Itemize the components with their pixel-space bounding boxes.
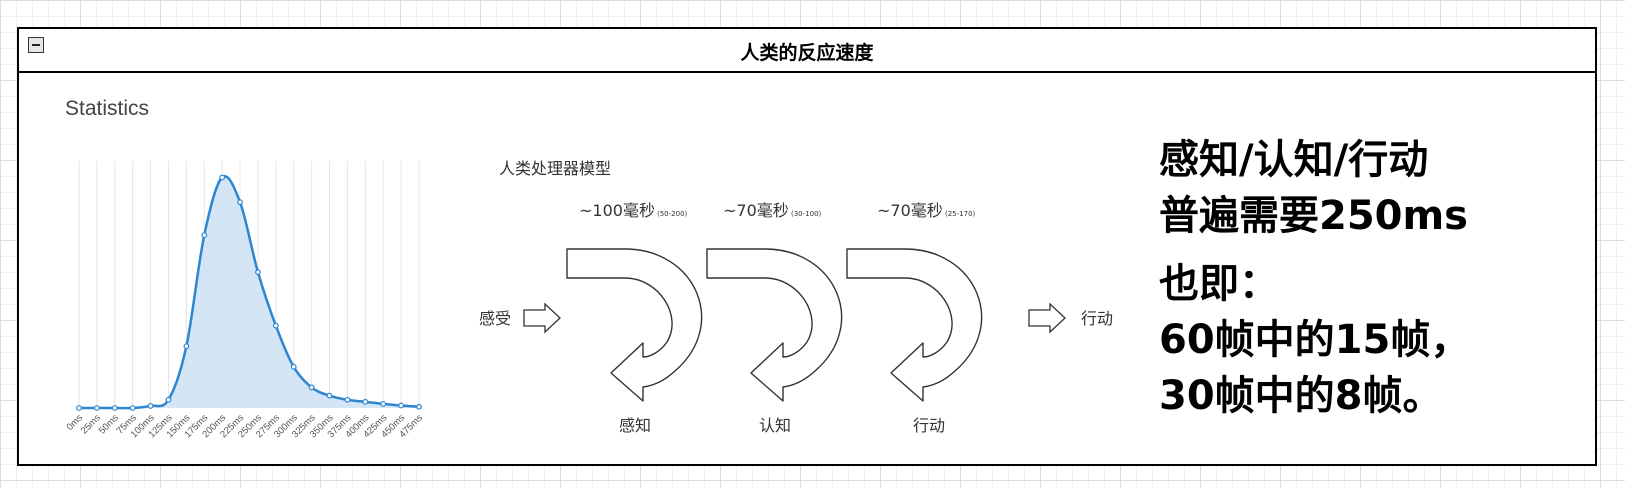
chart-data-point xyxy=(93,405,100,411)
stage-3-label: 行动 xyxy=(913,416,945,435)
summary-line-1: 感知/认知/行动 xyxy=(1159,137,1429,183)
chart-data-point xyxy=(183,343,190,350)
output-arrow-icon xyxy=(1028,302,1066,334)
summary-line-4: 60帧中的15帧， xyxy=(1159,317,1471,363)
stage-2-curved-arrow-icon xyxy=(706,248,843,402)
statistics-chart: 0ms25ms50ms75ms100ms125ms150ms175ms200ms… xyxy=(65,161,425,440)
stage-1-curved-arrow-icon xyxy=(566,248,703,402)
stage-3-range: (25-170) xyxy=(945,210,976,218)
summary-text: 感知/认知/行动 普遍需要250ms 也即： 60帧中的15帧， 30帧中的8帧… xyxy=(1159,132,1589,424)
chart-data-point xyxy=(272,322,279,329)
stage-2-range: (30-100) xyxy=(791,210,822,218)
human-processor-model: 人类处理器模型 ~100毫秒 (50-200) ~70毫秒 (30-100) ~… xyxy=(471,127,1131,463)
summary-line-5: 30帧中的8帧。 xyxy=(1159,373,1443,419)
chart-data-point xyxy=(290,363,297,370)
chart-data-point xyxy=(219,174,226,181)
input-label: 感受 xyxy=(479,309,511,328)
container-title: 人类的反应速度 xyxy=(740,42,874,64)
chart-data-point xyxy=(308,384,315,391)
summary-line-2: 普遍需要250ms xyxy=(1159,193,1468,239)
chart-data-point xyxy=(416,403,422,410)
chart-data-point xyxy=(165,396,172,403)
chart-data-point xyxy=(147,403,154,409)
chart-data-point xyxy=(380,400,387,407)
chart-data-point xyxy=(344,396,351,403)
chart-series-line xyxy=(78,175,420,410)
chart-data-point xyxy=(326,392,333,399)
chart-data-point xyxy=(129,405,136,411)
stage-3-curved-arrow-icon xyxy=(846,248,983,402)
stage-3-duration: ~70毫秒 xyxy=(877,201,943,220)
chart-area-fill xyxy=(79,176,419,409)
container-header: 人类的反应速度 xyxy=(19,29,1595,73)
chart-data-point xyxy=(398,402,405,409)
chart-title: Statistics xyxy=(65,97,150,120)
input-arrow-icon xyxy=(523,302,561,334)
stage-2-label: 认知 xyxy=(759,416,791,435)
chart-data-point xyxy=(201,232,208,239)
chart-data-point xyxy=(255,269,261,276)
chart-data-point xyxy=(237,199,243,206)
chart-data-point xyxy=(362,398,369,405)
chart-data-point xyxy=(76,405,82,411)
stage-1-label: 感知 xyxy=(619,416,651,435)
stage-2-duration: ~70毫秒 xyxy=(723,201,789,220)
stage-1-duration: ~100毫秒 xyxy=(579,201,655,220)
stage-1-range: (50-200) xyxy=(657,210,688,218)
summary-line-3: 也即： xyxy=(1159,261,1279,307)
processor-model-diagram: 人类处理器模型 ~100毫秒 (50-200) ~70毫秒 (30-100) ~… xyxy=(479,159,1113,435)
model-heading: 人类处理器模型 xyxy=(499,159,611,178)
collapse-button[interactable] xyxy=(28,37,44,53)
chart-data-point xyxy=(111,405,118,411)
output-label: 行动 xyxy=(1081,309,1113,328)
